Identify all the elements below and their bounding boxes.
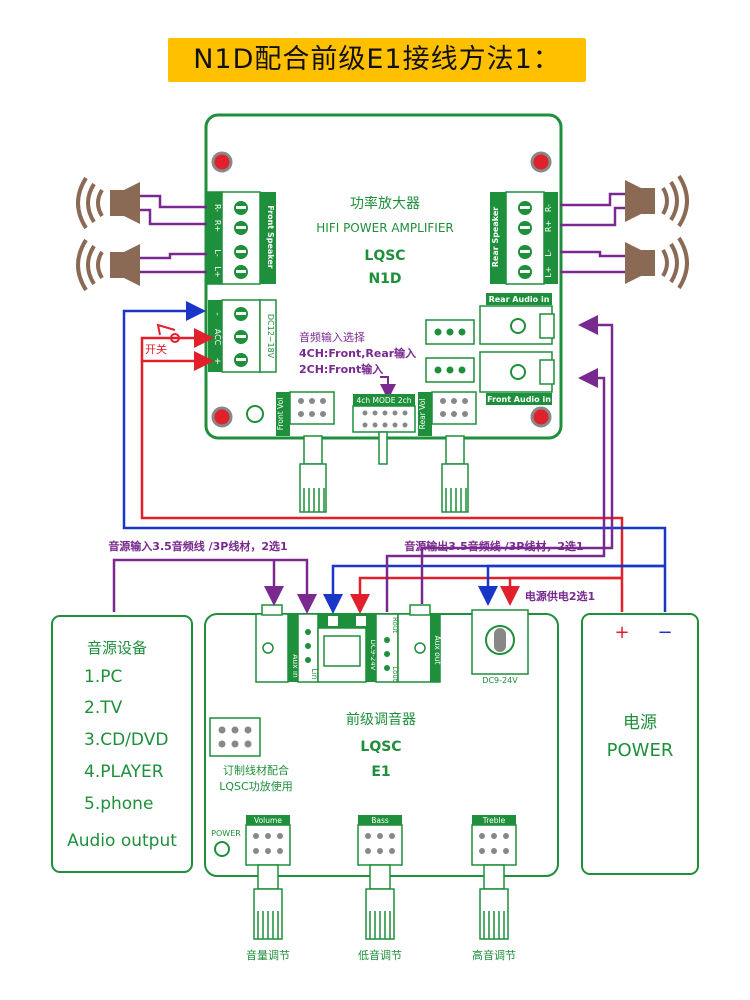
power-name-en: POWER xyxy=(607,740,674,761)
preamp-brand: LQSC xyxy=(360,739,401,755)
source-item-pc: 1.PC xyxy=(84,667,122,687)
power-led-label: POWER xyxy=(211,829,241,838)
power-plus-terminal: + xyxy=(614,622,629,643)
volume-cn-label: 音量调节 xyxy=(246,948,290,962)
input-select-title: 音频输入选择 xyxy=(299,330,365,344)
treble-label: Treble xyxy=(482,816,506,825)
mode-switch[interactable] xyxy=(352,405,416,433)
speaker-left-top-icon xyxy=(76,176,140,230)
amp-minus-pin: - xyxy=(212,312,222,315)
amp-r-minus-label-left: R- xyxy=(213,204,222,212)
amp-l-minus-label-right: L- xyxy=(544,249,553,256)
amp-name-cn: 功率放大器 xyxy=(350,195,420,212)
source-item-phone: 5.phone xyxy=(84,794,153,814)
page-title: N1D配合前级E1接线方法1： xyxy=(193,44,561,75)
speaker-right-bottom-icon xyxy=(625,236,689,290)
preamp-dc-right-label: DC9-24V xyxy=(482,676,518,685)
power-switch-icon xyxy=(156,323,180,343)
preamp-name-cn: 前级调音器 xyxy=(346,711,416,728)
rear-speaker-label: Rear Speaker xyxy=(491,207,500,268)
front-vol-label: Front Vol xyxy=(276,398,285,431)
mode-switch-label: 4ch MODE 2ch xyxy=(357,396,412,405)
amp-power-voltage: DC12~18V xyxy=(266,314,275,359)
title-banner xyxy=(168,38,586,82)
source-output-label: Audio output xyxy=(67,831,177,851)
amp-acc-pin: ACC xyxy=(213,329,222,346)
preamp-dc-left-label: DC9-24V xyxy=(369,640,377,671)
volume-label: Volume xyxy=(254,816,282,825)
rear-3p-header xyxy=(425,319,475,345)
amp-r-plus-label-right: R+ xyxy=(544,220,553,232)
treble-pot[interactable] xyxy=(471,824,517,866)
rear-vol-label: Rear Vol xyxy=(418,399,427,430)
blue-ground-wire-amp xyxy=(122,301,667,612)
red-acc-wire xyxy=(140,328,214,361)
output-wire-note: 音源输出3.5音频线 /3P线材，2选1 xyxy=(404,539,583,553)
front-speaker-label: Front Speaker xyxy=(266,205,275,269)
speaker-right-top-icon xyxy=(625,174,689,228)
red-power-wire-amp xyxy=(140,351,624,612)
amp-l-plus-label-right: L+ xyxy=(544,266,553,277)
bass-label: Bass xyxy=(371,816,389,825)
switch-label: 开关 xyxy=(145,342,167,356)
custom-note-1: 订制线材配合 xyxy=(223,763,289,777)
amp-mount-holes xyxy=(211,151,552,428)
rear-audio-in-label: Rear Audio in xyxy=(489,295,550,304)
source-title: 音源设备 xyxy=(87,639,147,657)
source-device-box xyxy=(51,615,193,873)
aux-in-label: Aux in xyxy=(291,654,300,678)
source-item-cd: 3.CD/DVD xyxy=(84,730,168,750)
power-name-cn: 电源 xyxy=(623,713,657,733)
amp-l-plus-label-left: L+ xyxy=(213,266,222,277)
amp-r-minus-label-right: R- xyxy=(544,204,553,212)
amp-plus-pin: + xyxy=(212,357,222,365)
lout-label: Lout xyxy=(391,666,399,681)
custom-note-2: LQSC功放使用 xyxy=(219,779,292,793)
source-item-player: 4.PLAYER xyxy=(84,762,164,782)
speaker-left-bottom-icon xyxy=(76,238,140,292)
power-wire-note: 电源供电2选1 xyxy=(525,589,595,603)
amp-r-plus-label-left: R+ xyxy=(213,220,222,232)
speaker-wires xyxy=(140,192,625,274)
blue-ground-wire-preamp-right xyxy=(478,564,665,606)
volume-pot[interactable] xyxy=(245,824,291,866)
amp-brand: LQSC xyxy=(364,248,405,264)
power-supply-box xyxy=(581,613,699,875)
rout-label: Rout xyxy=(391,617,399,633)
aux-out-label: Aux out xyxy=(433,636,442,665)
purple-out-wire-front xyxy=(385,368,606,612)
front-audio-in-label: Front Audio in xyxy=(487,395,551,404)
bass-cn-label: 低音调节 xyxy=(358,948,402,962)
custom-cable-header xyxy=(209,717,261,757)
input-mode-4ch: 4CH:Front,Rear输入 xyxy=(299,346,416,360)
blue-ground-wire-preamp-left xyxy=(323,564,665,614)
red-power-wire-preamp-right xyxy=(500,576,622,606)
purple-source-wire-lin xyxy=(112,558,317,614)
front-vol-pot[interactable] xyxy=(289,391,335,425)
bass-pot[interactable] xyxy=(357,824,403,866)
amp-model: N1D xyxy=(368,271,401,287)
power-led-icon xyxy=(214,841,230,857)
source-item-tv: 2.TV xyxy=(84,698,123,718)
amp-l-minus-label-left: L- xyxy=(213,249,222,256)
lin-label: Lin xyxy=(310,668,319,679)
preamp-model: E1 xyxy=(371,764,390,780)
amp-name-en: HIFI POWER AMPLIFIER xyxy=(316,221,453,235)
input-mode-2ch: 2CH:Front输入 xyxy=(299,362,383,376)
treble-cn-label: 高音调节 xyxy=(472,948,516,962)
input-wire-note: 音源输入3.5音频线 /3P线材，2选1 xyxy=(108,539,287,553)
rear-vol-pot[interactable] xyxy=(431,391,477,425)
power-minus-terminal: − xyxy=(657,622,672,643)
purple-out-wire-rear xyxy=(420,315,614,604)
